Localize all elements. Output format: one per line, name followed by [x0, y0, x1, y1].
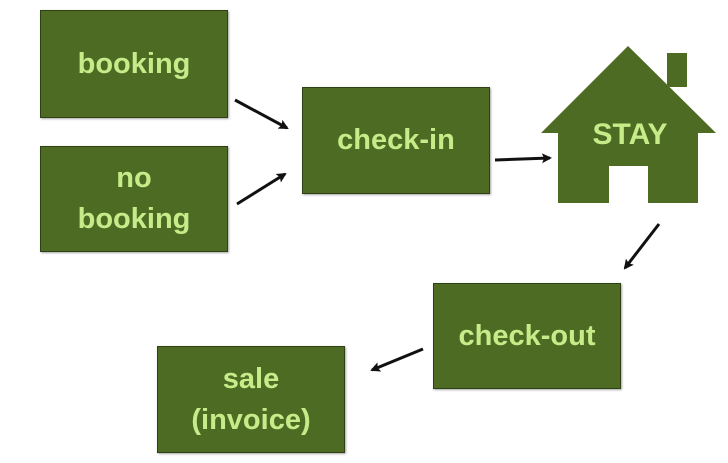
house-icon — [541, 46, 716, 203]
stay-node: STAY — [541, 46, 716, 203]
check-out-node: check-out — [433, 283, 621, 389]
check-in-node: check-in — [302, 87, 490, 194]
arrow-check-out-to-sale — [370, 347, 424, 372]
no-booking-label-line1: no — [116, 162, 152, 195]
sale-invoice-node: sale (invoice) — [157, 346, 345, 453]
booking-label: booking — [77, 47, 191, 80]
sale-label-line1: sale — [222, 362, 280, 395]
stay-label: STAY — [592, 118, 667, 151]
no-booking-node: no booking — [40, 146, 228, 252]
sale-label-line2: (invoice) — [191, 403, 311, 436]
arrow-stay-to-check-out — [623, 223, 661, 270]
arrow-booking-to-check-in — [234, 98, 289, 130]
no-booking-label-line2: booking — [77, 203, 191, 235]
arrow-no-booking-to-check-in — [236, 172, 287, 206]
arrow-check-in-to-stay — [494, 153, 552, 164]
check-in-label: check-in — [337, 124, 455, 157]
booking-node: booking — [40, 10, 228, 118]
check-out-label: check-out — [458, 319, 596, 352]
